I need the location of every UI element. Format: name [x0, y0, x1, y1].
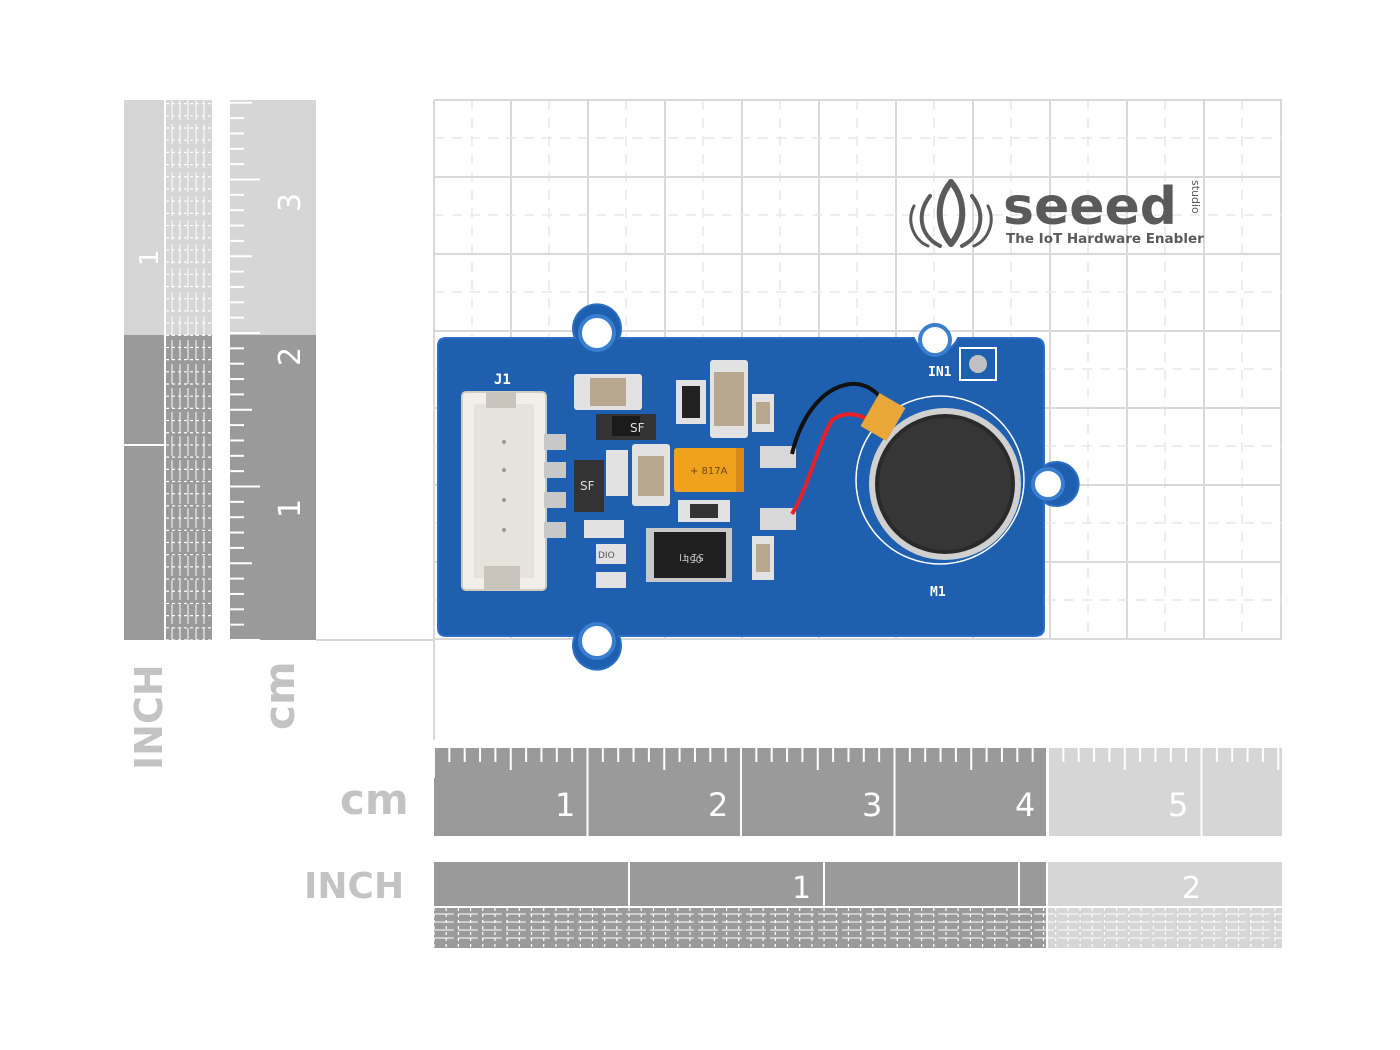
mounting-hole-bottom: [578, 622, 616, 660]
vibration-motor-icon: [855, 393, 1025, 565]
input-pad: [969, 355, 987, 373]
connector-label: J1: [494, 372, 511, 388]
seeed-leaf-icon: [909, 179, 993, 248]
bottom-inch-unit-label: INCH: [304, 866, 404, 907]
bottom-cm-label-1: 1: [555, 786, 575, 824]
logo-brand: seeed: [1003, 177, 1177, 237]
diode-marking-1: SF: [630, 421, 645, 435]
logo-tagline: The IoT Hardware Enabler: [1006, 231, 1204, 247]
mounting-hole-top-right: [918, 323, 952, 357]
capacitor-marking: + 817A: [690, 466, 728, 477]
seeed-logo: seeed studio The IoT Hardware Enabler: [909, 177, 1204, 248]
motor-wire-red: [790, 412, 878, 516]
chip-marking-2: 05L: [683, 553, 702, 564]
left-cm-label-3: 3: [273, 193, 308, 212]
bottom-cm-label-4: 4: [1015, 786, 1035, 824]
bottom-inch-label-1: 1: [792, 871, 811, 906]
left-cm-label-1: 1: [273, 499, 308, 518]
grove-vibration-board: J1 IN1 M1 SF SF + 817A: [437, 303, 1080, 671]
input-pad-outline: [959, 347, 997, 381]
left-cm-ruler: 1 2 3: [230, 100, 316, 641]
bottom-cm-label-2: 2: [708, 786, 728, 824]
resistor-label: DIO: [598, 551, 615, 561]
bottom-cm-label-3: 3: [862, 786, 882, 824]
left-inch-unit-label: INCH: [127, 664, 171, 770]
bottom-inch-label-2: 2: [1182, 871, 1201, 906]
mounting-hole-right: [1031, 467, 1065, 501]
left-inch-ruler: 1: [124, 100, 212, 641]
left-inch-label-1: 1: [135, 249, 165, 266]
left-cm-label-2: 2: [273, 347, 308, 366]
bottom-cm-label-5: 5: [1168, 786, 1188, 824]
chip-marking-1: 51 TI: [679, 551, 704, 562]
ic-chip-icon: 51 TI 05L: [646, 528, 732, 582]
diode-marking-2: SF: [580, 479, 595, 493]
grove-connector-icon: [461, 391, 566, 591]
bottom-cm-ruler: 1 2 3 4 5: [433, 748, 1282, 836]
motor-pad-bottom: [760, 508, 796, 530]
bottom-cm-unit-label: cm: [340, 775, 409, 824]
input-label: IN1: [928, 365, 952, 380]
logo-superscript: studio: [1189, 180, 1202, 214]
motor-pad-top: [760, 446, 796, 468]
left-cm-unit-label: cm: [255, 661, 304, 730]
smd-components: SF SF + 817A DIO: [574, 360, 774, 588]
motor-label: M1: [930, 585, 946, 600]
mounting-hole-top: [578, 314, 616, 352]
bottom-inch-ruler: 1 2: [433, 862, 1282, 948]
